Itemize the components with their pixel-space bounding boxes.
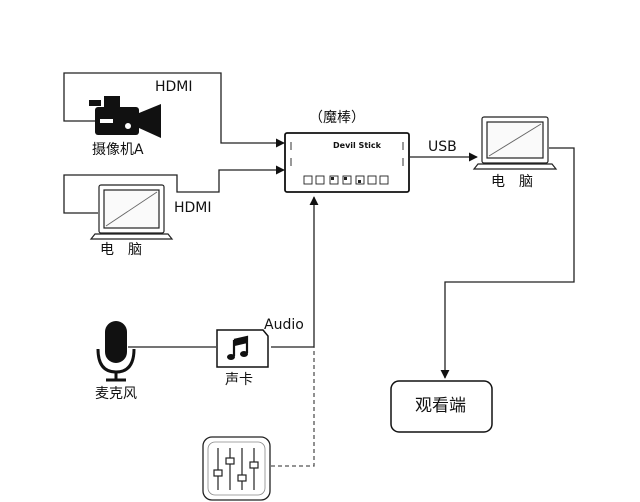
video-camera-icon: [89, 96, 161, 138]
sound-card-label: 声卡: [225, 372, 253, 388]
audio-label: Audio: [264, 317, 304, 333]
output-line-viewer: [440, 147, 575, 379]
hdmi-label-top: HDMI: [155, 79, 193, 95]
hdmi-line-laptop: [63, 165, 285, 214]
stick-title: （魔棒）: [309, 110, 365, 126]
mixer-dashed-line: [271, 347, 315, 467]
laptop-icon: [89, 184, 174, 240]
camera-label: 摄像机A: [92, 142, 144, 158]
viewer-box: [390, 380, 493, 433]
laptop-icon-right: [472, 116, 558, 170]
music-note-icon: [216, 329, 269, 368]
connection-lines: [63, 72, 575, 467]
capture-device-icon: [284, 132, 410, 193]
usb-label: USB: [428, 139, 457, 155]
laptop-right-label: 电 脑: [491, 174, 533, 190]
viewer-label: 观看端: [415, 396, 466, 416]
hdmi-line-camera: [63, 72, 285, 148]
stick-brand: Devil Stick: [333, 141, 381, 150]
mixer-faders-icon: [202, 436, 271, 501]
mic-label: 麦克风: [95, 386, 137, 402]
laptop-left-label: 电 脑: [100, 242, 142, 258]
microphone-icon: [96, 321, 136, 382]
hdmi-label-bottom: HDMI: [174, 200, 212, 216]
